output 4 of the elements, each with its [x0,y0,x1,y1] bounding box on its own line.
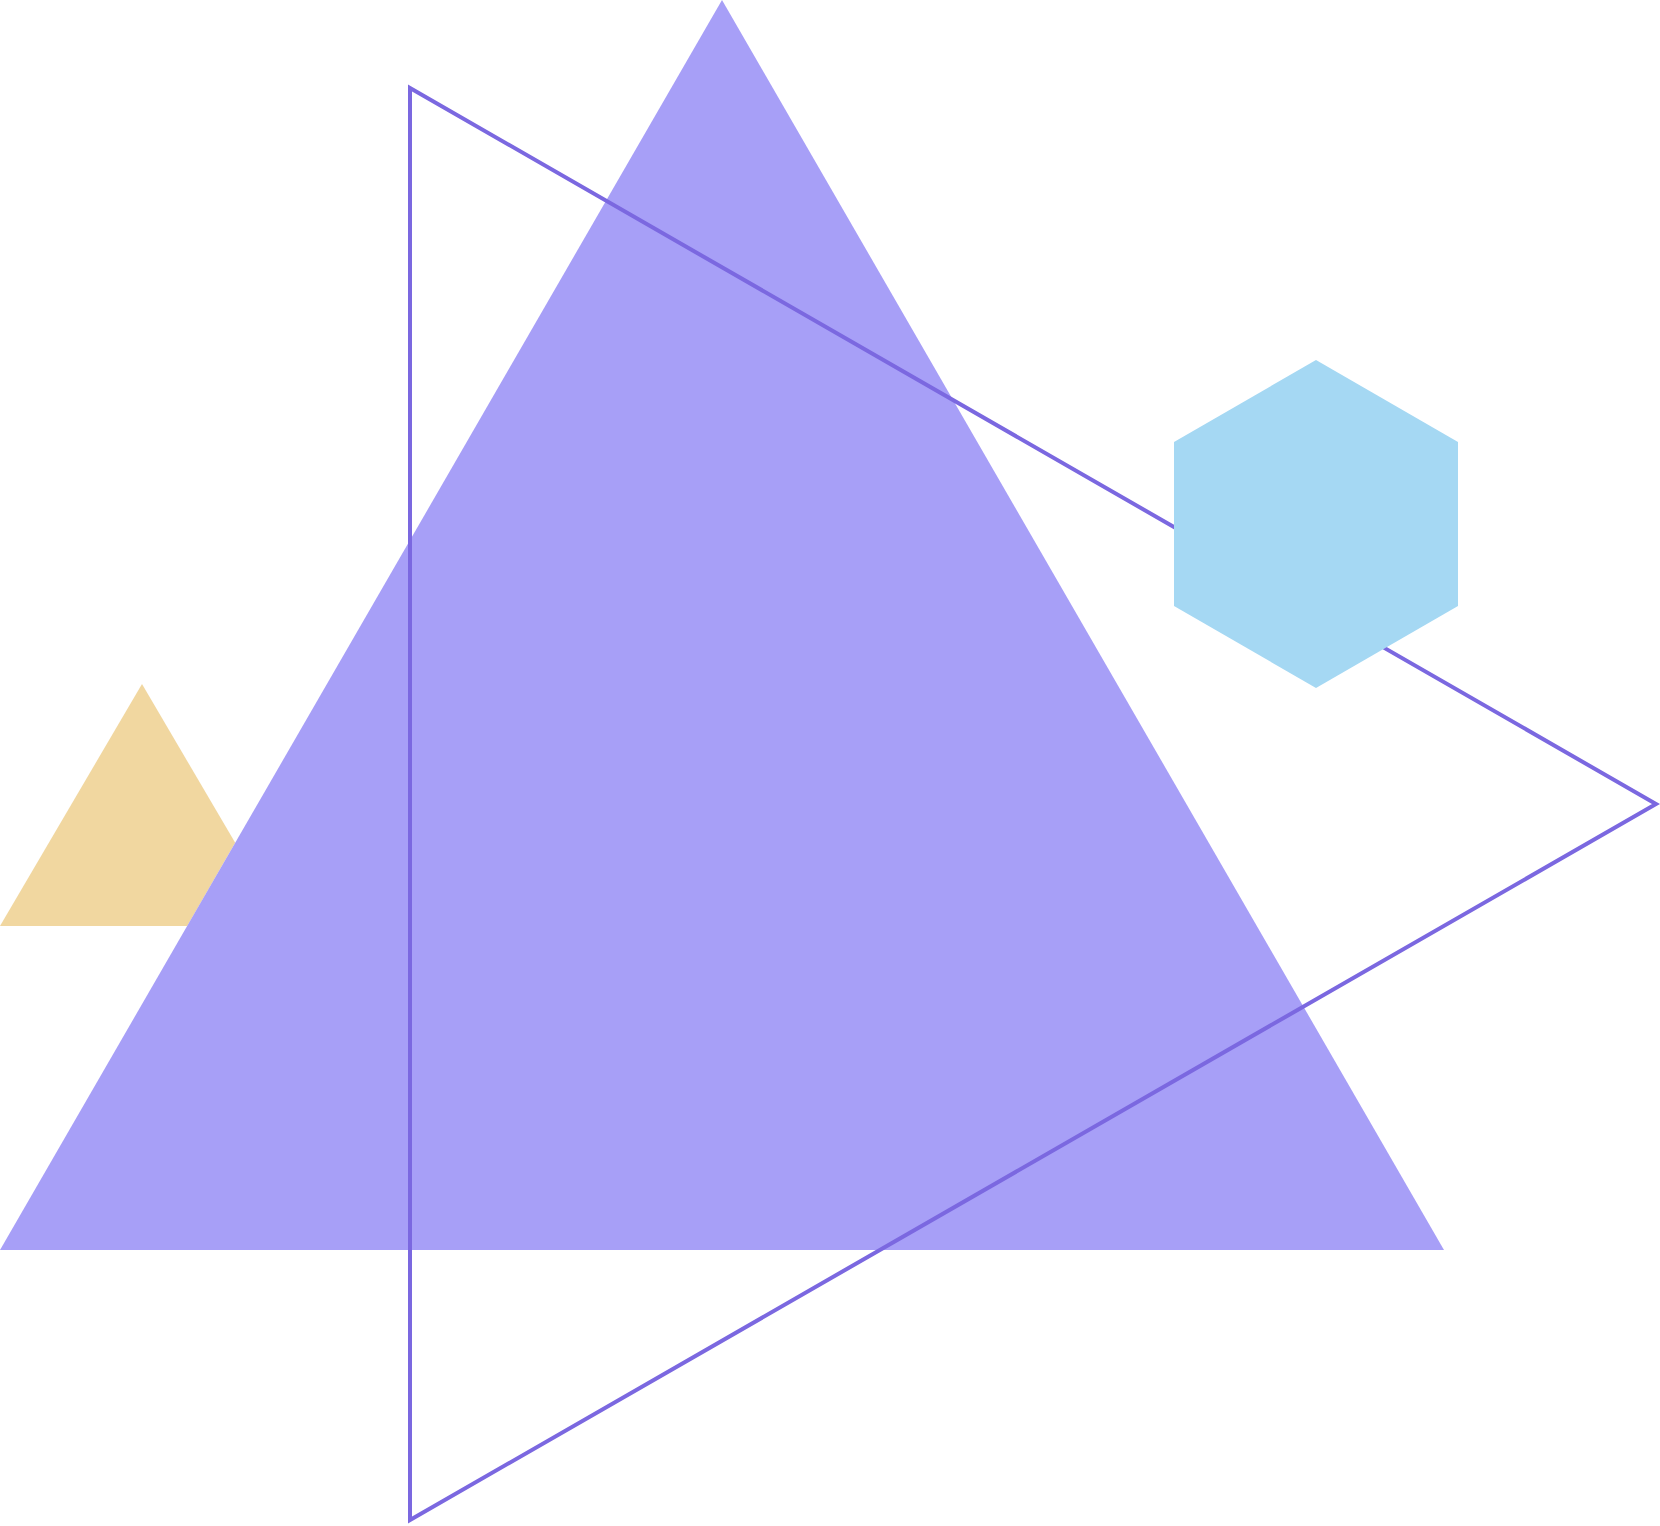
outlined-triangle [408,84,1660,1524]
small-triangle [0,684,236,926]
filled-triangle [0,0,1444,1250]
hexagon [1174,360,1458,688]
